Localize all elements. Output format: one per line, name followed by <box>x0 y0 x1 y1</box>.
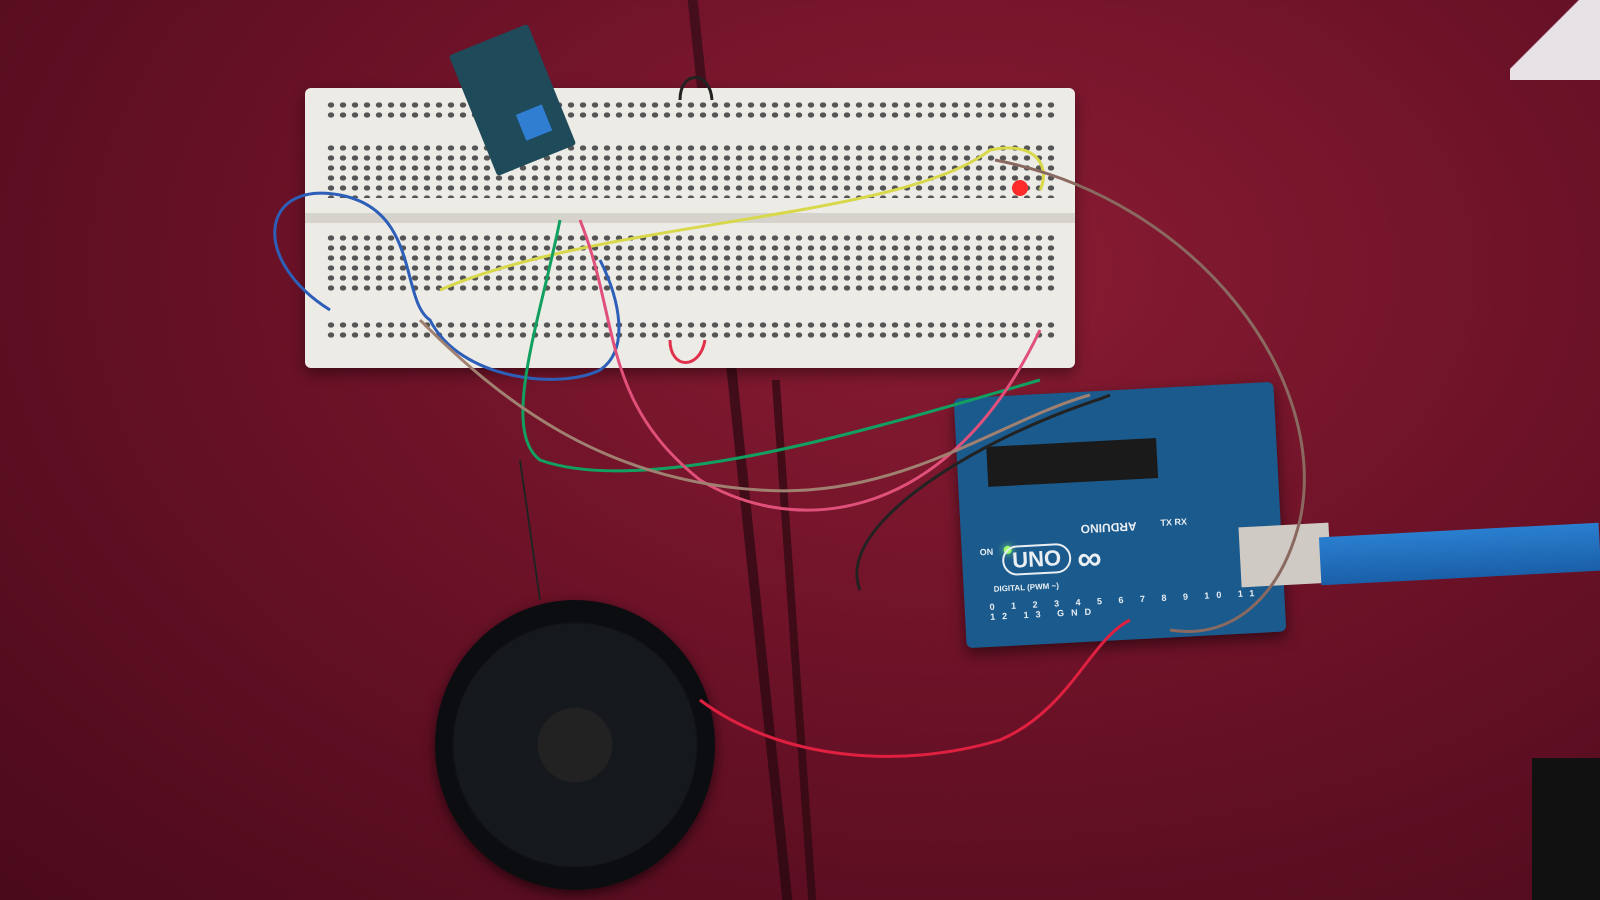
breadboard-power-rail-bottom <box>325 320 1055 342</box>
speaker <box>435 600 715 890</box>
breadboard-terminal-top <box>325 143 1055 198</box>
velcro-strap <box>1532 758 1600 900</box>
breadboard-terminal-bottom <box>325 233 1055 293</box>
background-corner <box>1510 0 1600 80</box>
breadboard-center-groove <box>305 213 1075 223</box>
red-led <box>1012 180 1028 196</box>
